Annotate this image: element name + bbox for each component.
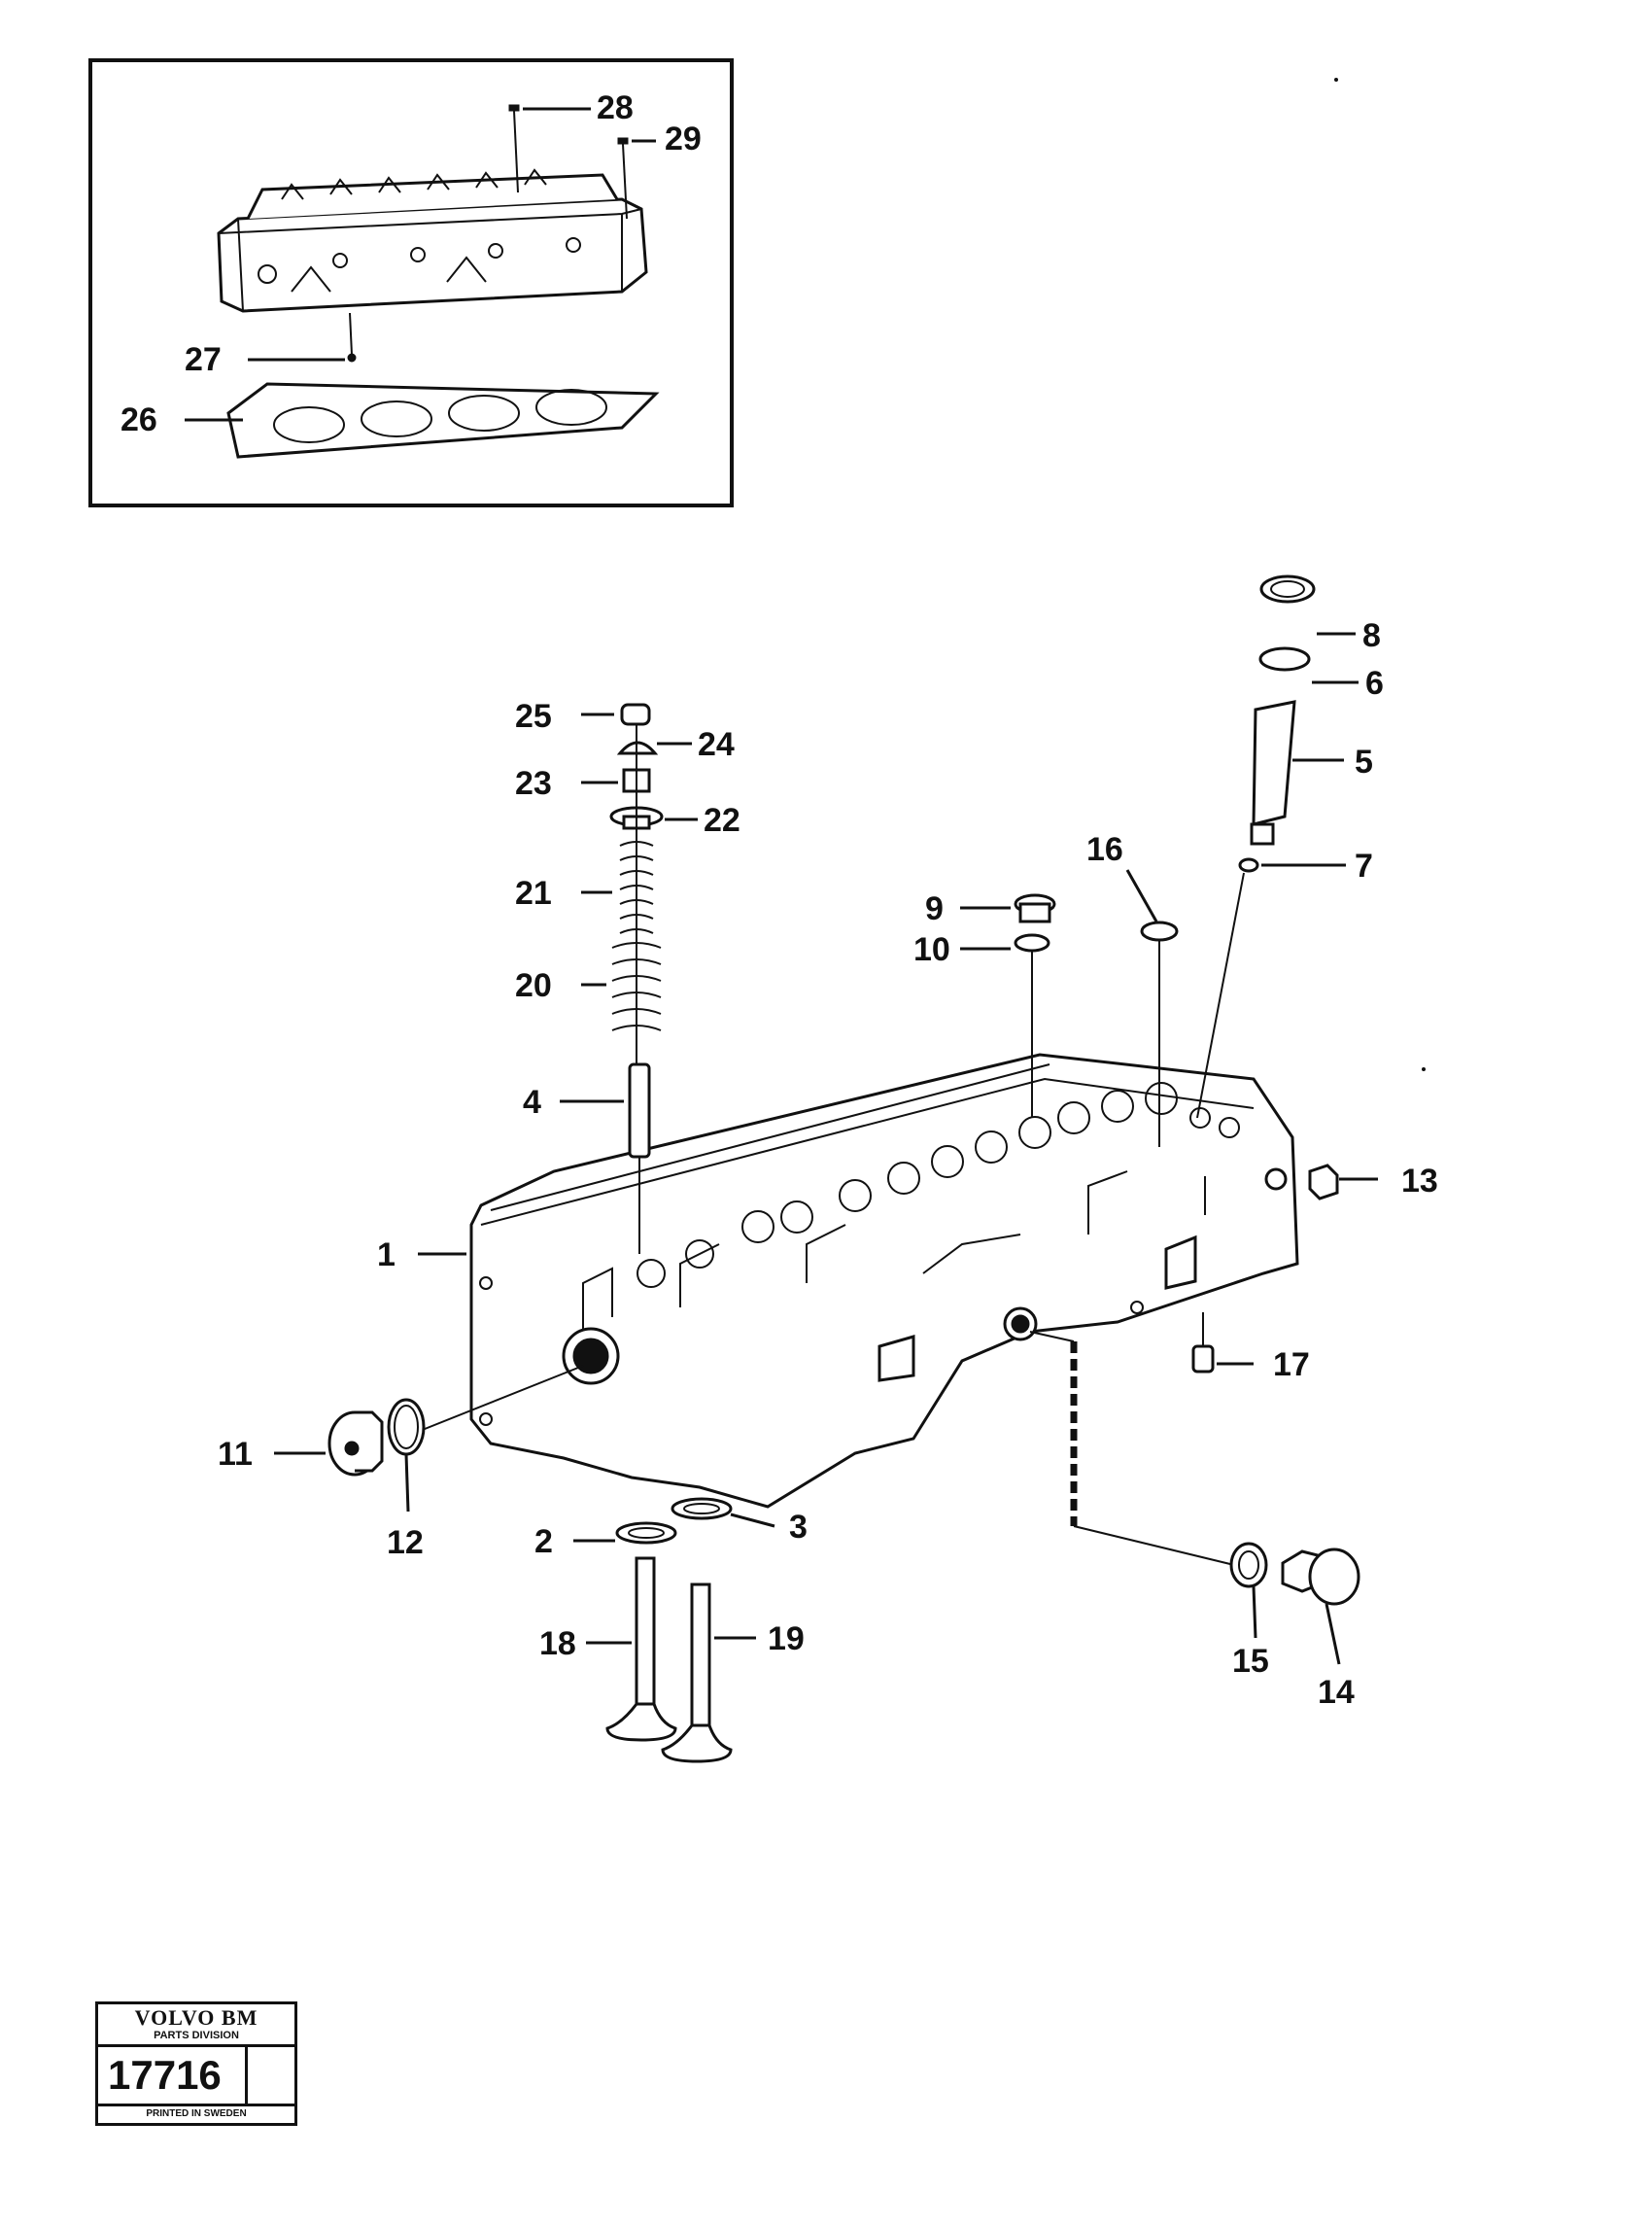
stamp-brand: VOLVO BM [134, 2005, 258, 2030]
part-4-valve-guide [560, 1062, 651, 1254]
callout-4: 4 [523, 1084, 541, 1121]
inset-head-gasket [226, 382, 660, 459]
plug-14-15 [1029, 1331, 1360, 1665]
callout-12: 12 [387, 1524, 424, 1561]
part-21-inner-spring [581, 841, 654, 934]
callout-5: 5 [1355, 744, 1373, 781]
callout-labels: 28 29 27 26 8 6 5 7 16 9 10 25 24 23 22 … [120, 89, 1438, 1711]
callout-19: 19 [768, 1620, 805, 1657]
inset-cylinder-head [217, 168, 648, 313]
plug-13 [1308, 1164, 1378, 1200]
callout-15: 15 [1232, 1643, 1269, 1680]
part-16-oring [1125, 869, 1179, 1147]
callout-11: 11 [218, 1436, 253, 1473]
callout-27: 27 [185, 341, 222, 378]
inset-bolt-29 [617, 137, 656, 220]
callout-26: 26 [120, 401, 157, 438]
callout-23: 23 [515, 765, 552, 802]
plug-9-10 [960, 893, 1056, 1118]
callout-3: 3 [789, 1509, 808, 1546]
callout-10: 10 [913, 931, 950, 968]
callout-29: 29 [665, 121, 702, 157]
callout-9: 9 [925, 890, 944, 927]
callout-1: 1 [377, 1236, 396, 1273]
part-23-collets [581, 768, 651, 793]
callout-7: 7 [1355, 848, 1373, 885]
injector-stack [1125, 574, 1359, 1147]
callout-16: 16 [1086, 831, 1123, 868]
part-20-outer-spring [581, 942, 662, 1031]
callout-21: 21 [515, 875, 552, 912]
callout-13: 13 [1401, 1163, 1438, 1200]
valve-train-stack [560, 703, 698, 1254]
callout-22: 22 [704, 802, 740, 839]
cylinder-head-body [469, 1053, 1299, 1509]
valves-and-seats [573, 1497, 775, 1763]
callout-20: 20 [515, 967, 552, 1004]
plug-17 [1191, 1312, 1254, 1374]
callout-2: 2 [534, 1523, 553, 1560]
stamp-division: PARTS DIVISION [98, 2030, 294, 2047]
stamp-printed-in: PRINTED IN SWEDEN [146, 2108, 247, 2119]
valve-18 [586, 1556, 677, 1742]
callout-18: 18 [539, 1625, 576, 1662]
part-5-sleeve [1250, 700, 1344, 846]
callout-8: 8 [1362, 617, 1381, 654]
part-8-seal [1259, 574, 1356, 636]
part-24-rotator [616, 741, 692, 755]
callout-25: 25 [515, 698, 552, 735]
valve-ports [637, 1082, 1240, 1288]
callout-6: 6 [1365, 665, 1384, 702]
stamp-number-text: 17716 [108, 2047, 248, 2104]
part-7-oring [1196, 857, 1346, 1119]
part-6-ring [1258, 646, 1359, 684]
inset-pin-27 [248, 312, 357, 363]
callout-14: 14 [1318, 1674, 1355, 1711]
plug-11-12 [274, 1365, 584, 1513]
inset-panel [88, 58, 734, 507]
valve-19 [661, 1583, 756, 1763]
part-25-cap [581, 703, 651, 726]
part-22-retainer [609, 806, 698, 830]
callout-24: 24 [698, 726, 735, 763]
callout-17: 17 [1273, 1346, 1310, 1383]
inset-bolt-28 [508, 104, 591, 193]
callout-28: 28 [597, 89, 634, 126]
volvo-bm-parts-stamp: VOLVO BM PARTS DIVISION 17716 PRINTED IN… [95, 2001, 297, 2126]
stamp-drawing-number: 17716 [98, 2047, 294, 2106]
